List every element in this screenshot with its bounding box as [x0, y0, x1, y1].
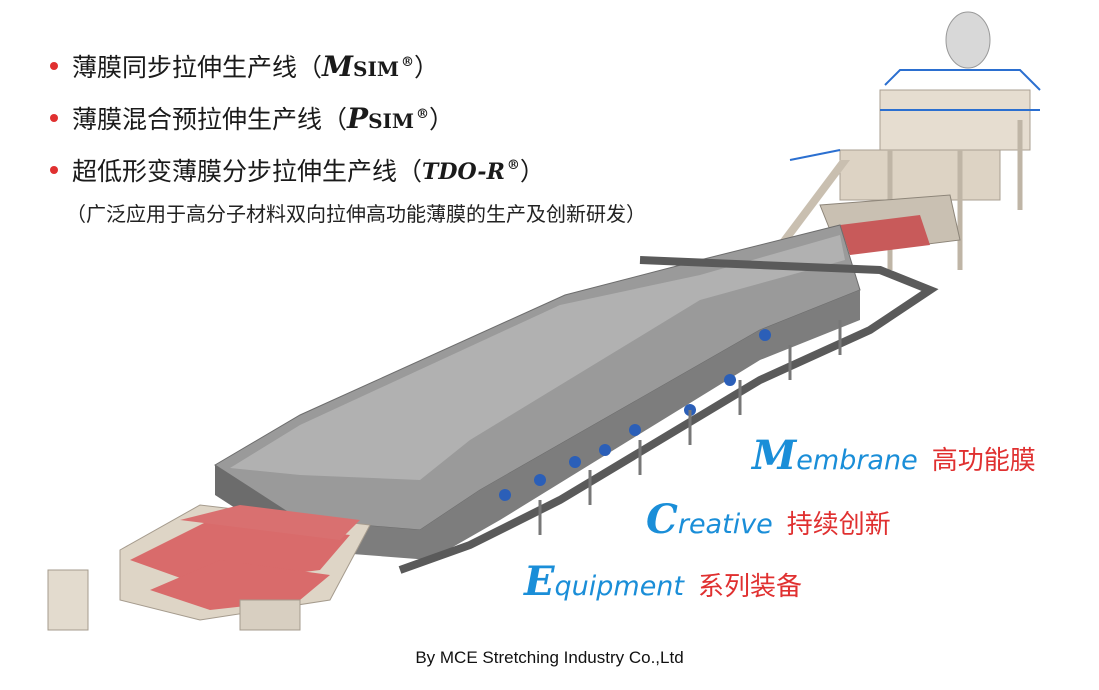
brand-rest: SIM: [353, 56, 399, 81]
line-text: 超低形变薄膜分步拉伸生产线（: [72, 157, 423, 186]
applications-note: （广泛应用于高分子材料双向拉伸高功能薄膜的生产及创新研发）: [66, 202, 646, 226]
product-lines-list: 薄膜同步拉伸生产线（ MSIM® ） 薄膜混合预拉伸生产线（ PSIM® ） 超…: [50, 40, 545, 196]
slogan-initial: C: [646, 496, 678, 543]
slogan-equipment: E quipment 系列装备: [524, 558, 802, 605]
registered-mark: ®: [506, 158, 520, 174]
brand-msim: MSIM®: [322, 50, 414, 83]
slogan-word: quipment: [554, 571, 685, 602]
slogan-word: embrane: [796, 445, 918, 476]
return-rail: [398, 256, 939, 574]
bullet-dot: [50, 62, 58, 70]
line-close: ）: [429, 105, 455, 134]
product-line-tdo: 超低形变薄膜分步拉伸生产线（ TDO-R® ）: [50, 144, 545, 196]
slogan-initial: E: [524, 558, 555, 605]
product-line-psim: 薄膜混合预拉伸生产线（ PSIM® ）: [50, 92, 545, 144]
line-text: 薄膜混合预拉伸生产线（: [72, 105, 348, 134]
tower-structure: [780, 11, 1041, 270]
brand-cap: M: [322, 49, 354, 83]
slogan-membrane: M embrane 高功能膜: [752, 432, 1036, 479]
company-footer: By MCE Stretching Industry Co.,Ltd: [415, 648, 684, 667]
slogan-cn: 高功能膜: [931, 446, 1036, 476]
brand-cap: P: [347, 101, 369, 135]
bullet-dot: [50, 114, 58, 122]
line-text: 薄膜同步拉伸生产线（: [72, 53, 323, 82]
registered-mark: ®: [416, 107, 430, 123]
brand-tdo: TDO-R®: [422, 156, 520, 185]
line-close: ）: [413, 53, 439, 82]
brand-psim: PSIM®: [347, 102, 429, 135]
slogan-cn: 系列装备: [698, 572, 803, 602]
registered-mark: ®: [400, 55, 414, 71]
motor-row: [499, 329, 771, 501]
slogan-cn: 持续创新: [786, 510, 891, 540]
line-close: ）: [519, 157, 545, 186]
slogan-creative: C reative 持续创新: [646, 496, 891, 543]
product-line-msim: 薄膜同步拉伸生产线（ MSIM® ）: [50, 40, 545, 92]
slogan-word: reative: [677, 509, 773, 540]
brand-cap: TDO-R: [422, 158, 505, 185]
bullet-dot: [50, 166, 58, 174]
brand-rest: SIM: [368, 108, 415, 133]
slogan-initial: M: [752, 432, 797, 479]
extruder-casting: [819, 194, 961, 256]
winder-section: [47, 504, 371, 631]
